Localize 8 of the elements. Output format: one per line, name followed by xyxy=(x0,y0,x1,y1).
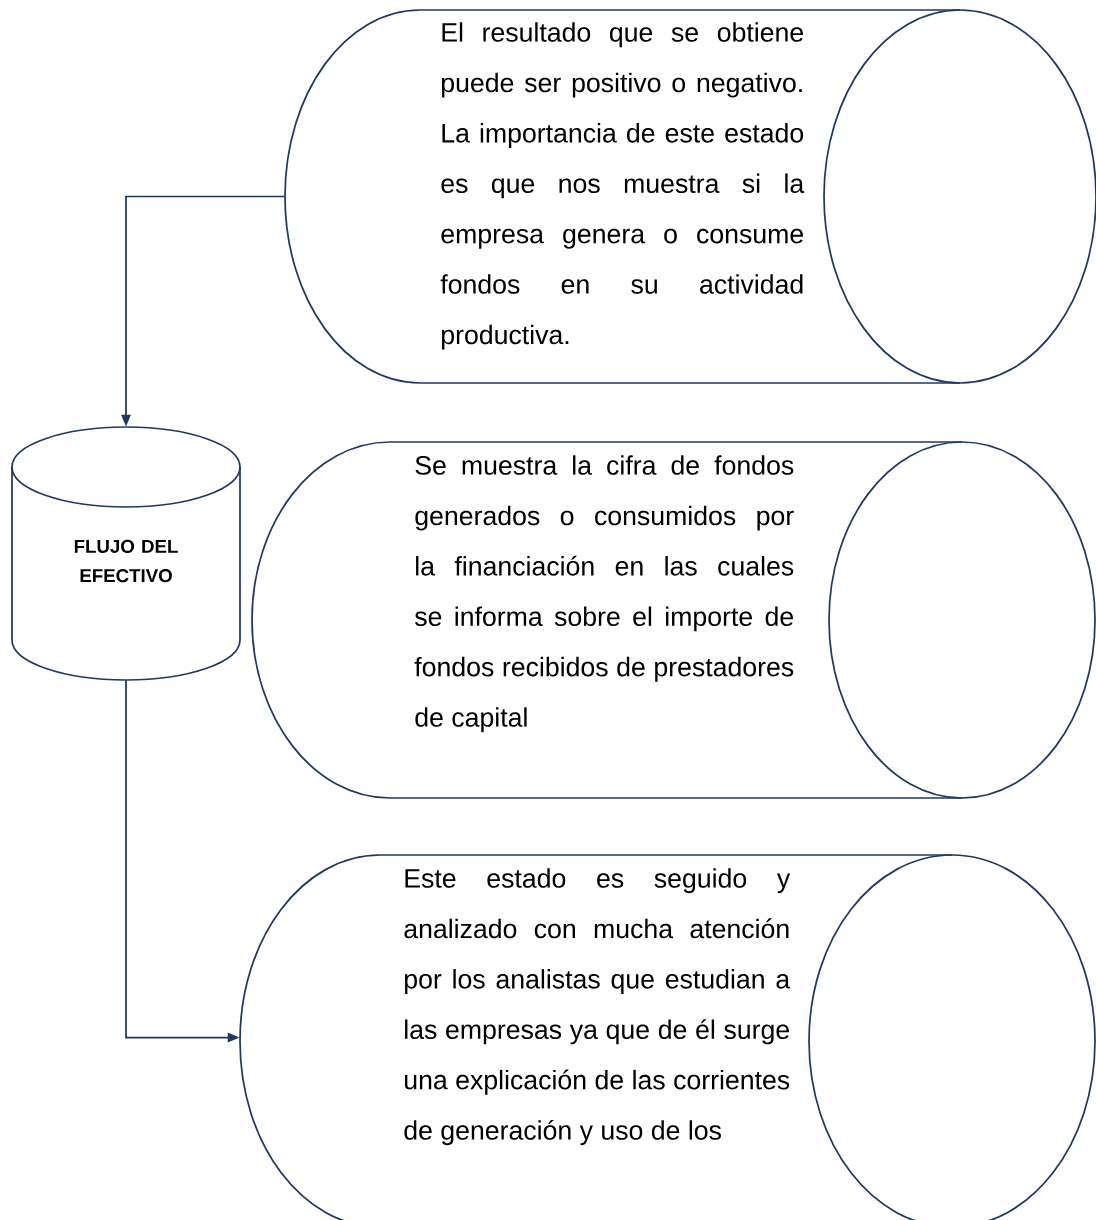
horizontal-cylinder: Este estado es seguido y analizado con mucha atención por los analistas que estudian a las empresas ya que de él surge una explicación de las corrientes de generación y uso de los xyxy=(239,854,1096,1220)
node-label: El resultado que se obtiene puede ser positivo o negativo. La importancia de este estado es que nos muestra si la empresa genera o consume fondos en su actividad productiva. xyxy=(440,22,805,350)
cylinder: FLUJO DEL EFECTIVO xyxy=(11,426,241,681)
horizontal-cylinder: El resultado que se obtiene puede ser positivo o negativo. La importancia de este estado es que nos muestra si la empresa genera o consume fondos en su actividad productiva. xyxy=(284,9,1096,384)
node-label: Este estado es seguido y analizado con mucha atención por los analistas que estudian a las empresas ya que de él surge una explicación de las corrientes de generación y uso de los xyxy=(404,868,791,1146)
horizontal-cylinder: Se muestra la cifra de fondos generados o consumidos por la financiación en las cuales se informa sobre el importe de fondos recibidos de prestadores de capital xyxy=(251,441,1096,799)
node-label: FLUJO DEL EFECTIVO xyxy=(74,539,178,583)
node-label: Se muestra la cifra de fondos generados o consumidos por la financiación en las cuales se informa sobre el importe de fondos recibidos de prestadores de capital xyxy=(414,455,794,733)
